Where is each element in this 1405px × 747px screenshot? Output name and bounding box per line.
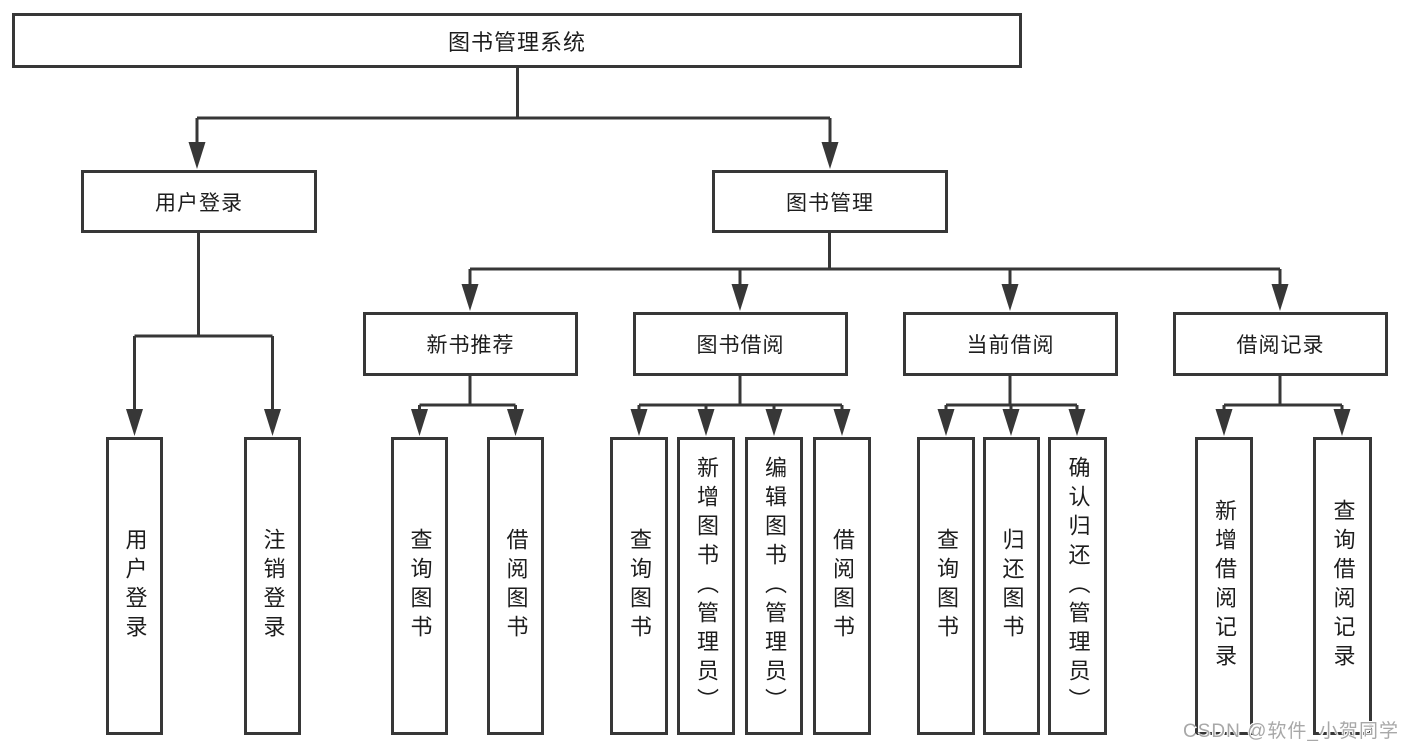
node-leaf-add-books-admin: 新增图书（管理员） — [677, 437, 735, 735]
node-label: 查询图书 — [934, 528, 959, 644]
node-library-management-system: 图书管理系统 — [12, 13, 1022, 68]
node-label: 注销登录 — [260, 528, 286, 644]
node-label: 用户登录 — [122, 528, 148, 644]
node-book-management: 图书管理 — [712, 170, 948, 233]
node-label: 当前借阅 — [966, 334, 1055, 357]
node-user-login-group: 用户登录 — [81, 170, 317, 233]
node-leaf-query-borrow-record: 查询借阅记录 — [1313, 437, 1372, 735]
node-label: 新增借阅记录 — [1212, 499, 1237, 673]
node-leaf-query-books: 查询图书 — [917, 437, 975, 735]
node-label: 归还图书 — [999, 528, 1025, 644]
node-label: 新增图书（管理员） — [694, 455, 719, 717]
node-label: 查询图书 — [627, 528, 652, 644]
node-book-borrowing: 图书借阅 — [633, 312, 848, 376]
node-label: 查询借阅记录 — [1330, 499, 1356, 673]
node-label: 查询图书 — [407, 528, 433, 644]
node-leaf-query-books: 查询图书 — [391, 437, 448, 735]
node-leaf-confirm-return-admin: 确认归还（管理员） — [1048, 437, 1107, 735]
node-label: 借阅记录 — [1236, 334, 1325, 357]
node-label: 借阅图书 — [830, 528, 855, 644]
node-label: 图书借阅 — [696, 334, 785, 357]
csdn-watermark: CSDN @软件_小贺同学 — [1183, 721, 1399, 742]
node-borrowing-records: 借阅记录 — [1173, 312, 1388, 376]
node-leaf-user-login: 用户登录 — [106, 437, 163, 735]
node-label: 借阅图书 — [503, 528, 529, 644]
node-leaf-borrow-books: 借阅图书 — [487, 437, 544, 735]
node-leaf-borrow-books: 借阅图书 — [813, 437, 871, 735]
node-label: 编辑图书（管理员） — [762, 455, 787, 717]
node-current-borrowing: 当前借阅 — [903, 312, 1118, 376]
node-label: 用户登录 — [155, 191, 243, 215]
node-leaf-logout: 注销登录 — [244, 437, 301, 735]
node-label: 图书管理系统 — [447, 29, 586, 55]
node-leaf-edit-books-admin: 编辑图书（管理员） — [745, 437, 803, 735]
arrowheads — [126, 142, 1351, 436]
connector-segments — [133, 68, 1344, 414]
node-label: 确认归还（管理员） — [1065, 455, 1091, 717]
node-label: 新书推荐 — [426, 334, 515, 357]
node-label: 图书管理 — [786, 191, 874, 215]
node-leaf-query-books: 查询图书 — [610, 437, 668, 735]
node-new-book-recommendation: 新书推荐 — [363, 312, 578, 376]
node-leaf-return-books: 归还图书 — [983, 437, 1040, 735]
node-leaf-add-borrow-record: 新增借阅记录 — [1195, 437, 1253, 735]
